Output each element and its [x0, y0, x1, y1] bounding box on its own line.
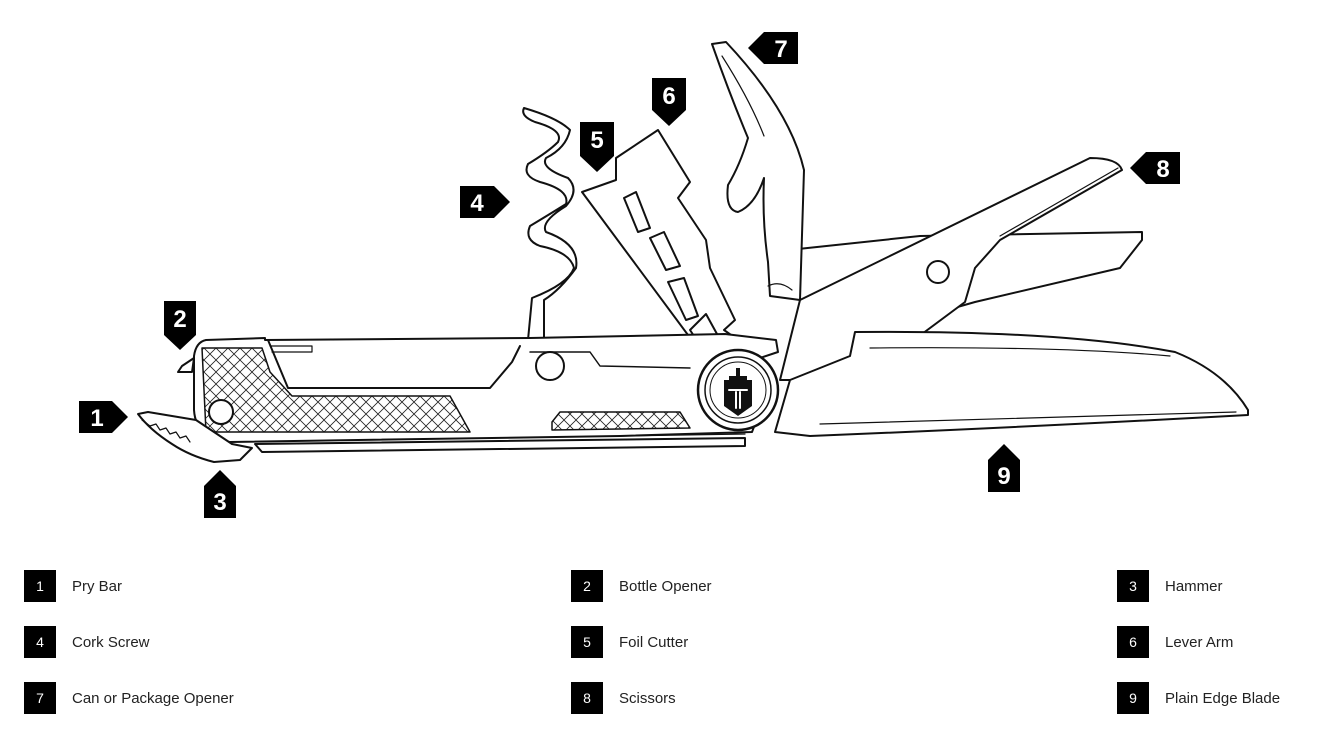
legend-number: 6	[1117, 626, 1149, 658]
legend-item-plain-edge-blade: 9 Plain Edge Blade	[1117, 682, 1280, 714]
svg-text:7: 7	[774, 36, 787, 63]
callout-2: 2	[164, 301, 196, 350]
legend-number: 2	[571, 570, 603, 602]
legend-label: Cork Screw	[72, 633, 150, 651]
legend-item-scissors: 8 Scissors	[571, 682, 676, 714]
scissors-tool	[769, 157, 1143, 381]
legend-label: Hammer	[1165, 577, 1223, 595]
svg-text:2: 2	[173, 306, 186, 333]
multitool-diagram: 1 2 3 4 5 6 7 8	[79, 32, 1249, 518]
legend-number: 1	[24, 570, 56, 602]
callout-6: 6	[652, 78, 686, 126]
svg-text:8: 8	[1156, 156, 1169, 183]
legend-number: 4	[24, 626, 56, 658]
legend-item-can-opener: 7 Can or Package Opener	[24, 682, 234, 714]
legend-number: 3	[1117, 570, 1149, 602]
legend-item-hammer: 3 Hammer	[1117, 570, 1223, 602]
svg-text:3: 3	[213, 489, 226, 516]
legend-item-lever-arm: 6 Lever Arm	[1117, 626, 1233, 658]
callout-4: 4	[460, 186, 510, 218]
pry-bar-hammer-tool	[137, 411, 253, 463]
legend-label: Can or Package Opener	[72, 689, 234, 707]
legend-item-bottle-opener: 2 Bottle Opener	[571, 570, 712, 602]
legend-label: Scissors	[619, 689, 676, 707]
legend-item-pry-bar: 1 Pry Bar	[24, 570, 122, 602]
callout-7: 7	[748, 32, 798, 64]
svg-text:4: 4	[470, 190, 484, 217]
plain-edge-blade	[774, 330, 1249, 437]
legend-label: Lever Arm	[1165, 633, 1234, 651]
callout-5: 5	[580, 122, 614, 172]
legend-number: 9	[1117, 682, 1149, 714]
legend-label: Foil Cutter	[619, 633, 689, 651]
cork-screw-tool	[522, 107, 578, 341]
pivot-hub	[696, 348, 780, 432]
legend-number: 5	[571, 626, 603, 658]
lever-arm-tool	[581, 129, 756, 363]
svg-text:6: 6	[662, 83, 675, 110]
legend-item-cork-screw: 4 Cork Screw	[24, 626, 150, 658]
svg-text:5: 5	[590, 127, 603, 154]
tool-handle	[193, 333, 779, 443]
legend-number: 7	[24, 682, 56, 714]
can-opener-tool	[711, 41, 805, 301]
svg-text:1: 1	[90, 405, 103, 432]
legend-number: 8	[571, 682, 603, 714]
svg-text:9: 9	[997, 463, 1010, 490]
legend-label: Bottle Opener	[619, 577, 712, 595]
legend-item-foil-cutter: 5 Foil Cutter	[571, 626, 688, 658]
callout-9: 9	[988, 444, 1020, 492]
callout-3: 3	[204, 470, 236, 518]
legend: 1 Pry Bar 2 Bottle Opener 3 Hammer 4 Cor…	[0, 570, 1317, 730]
legend-label: Pry Bar	[72, 577, 123, 595]
callout-1: 1	[79, 401, 128, 433]
callout-8: 8	[1130, 152, 1180, 184]
legend-label: Plain Edge Blade	[1165, 689, 1281, 707]
